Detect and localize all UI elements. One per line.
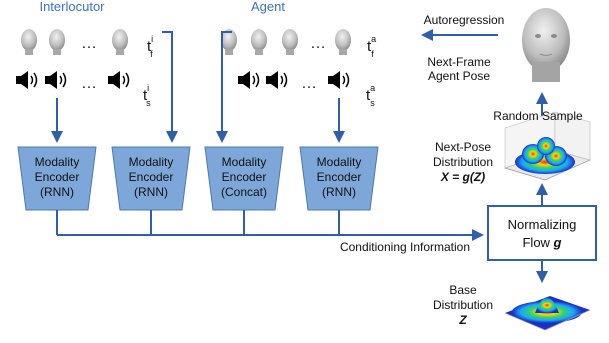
encoder-interlocutor-face: Modality Encoder (RNN): [111, 146, 191, 211]
encoder-line: Modality: [222, 155, 267, 169]
interlocutor-header: Interlocutor: [39, 0, 105, 14]
ellipsis: …: [81, 35, 97, 52]
base-dist-var: Z: [458, 313, 467, 327]
speaker-icon: [108, 71, 130, 89]
face-icon: [335, 29, 351, 55]
speaker-icon: [45, 71, 67, 89]
encoder-interlocutor-speech: Modality Encoder (RNN): [17, 146, 97, 211]
base-dist-line2: Distribution: [433, 298, 493, 312]
encoder-line: Encoder: [317, 170, 362, 184]
next-pose-distribution-plot: [503, 111, 592, 181]
input-arrows: [51, 31, 345, 143]
encoder-line: Modality: [129, 155, 174, 169]
flow-line1: Normalizing: [508, 217, 577, 232]
face-icon: [21, 29, 37, 55]
interlocutor-face-arrow: [162, 31, 178, 143]
next-pose-line2: Distribution: [433, 155, 493, 169]
normalizing-flow-box: Normalizing Flow g: [487, 205, 597, 261]
flow-line2: Flow g: [522, 235, 561, 250]
random-sample-label: Random Sample: [493, 109, 583, 123]
next-pose-line1: Next-Pose: [435, 140, 491, 154]
ellipsis: …: [301, 75, 317, 92]
encoder-line: Modality: [317, 155, 362, 169]
encoder-line: Encoder: [129, 170, 174, 184]
agent-pose-head: [522, 8, 570, 82]
agent-header: Agent: [251, 0, 285, 14]
encoder-line: Modality: [35, 155, 80, 169]
speaker-icon: [266, 71, 288, 89]
encoder-line: Encoder: [222, 170, 267, 184]
encoder-agent-speech: Modality Encoder (RNN): [299, 146, 379, 211]
encoder-line: (RNN): [322, 185, 356, 199]
face-icon: [251, 29, 267, 55]
next-pose-formula: X = g(Z): [440, 170, 485, 184]
encoder-line: (RNN): [40, 185, 74, 199]
encoder-line: (RNN): [134, 185, 168, 199]
ellipsis: …: [81, 75, 97, 92]
speaker-icon: [328, 71, 350, 89]
autoregression-label: Autoregression: [424, 13, 505, 27]
speaker-icon: [16, 71, 38, 89]
face-icon: [112, 29, 128, 55]
face-icon: [221, 29, 237, 55]
next-frame-line1: Next-Frame: [427, 55, 491, 69]
conditioning-label: Conditioning Information: [340, 240, 470, 254]
base-distribution-plot: [504, 296, 591, 331]
ellipsis: …: [310, 35, 326, 52]
face-icon: [282, 29, 298, 55]
next-frame-line2: Agent Pose: [428, 69, 490, 83]
conditioning-bus: [56, 210, 484, 241]
encoder-line: (Concat): [221, 185, 267, 199]
base-dist-line1: Base: [449, 283, 477, 297]
encoder-agent-face: Modality Encoder (Concat): [204, 146, 284, 211]
speaker-icon: [238, 71, 260, 89]
face-icon: [49, 29, 65, 55]
agent-face-arrow: [216, 31, 232, 143]
encoder-line: Encoder: [35, 170, 80, 184]
